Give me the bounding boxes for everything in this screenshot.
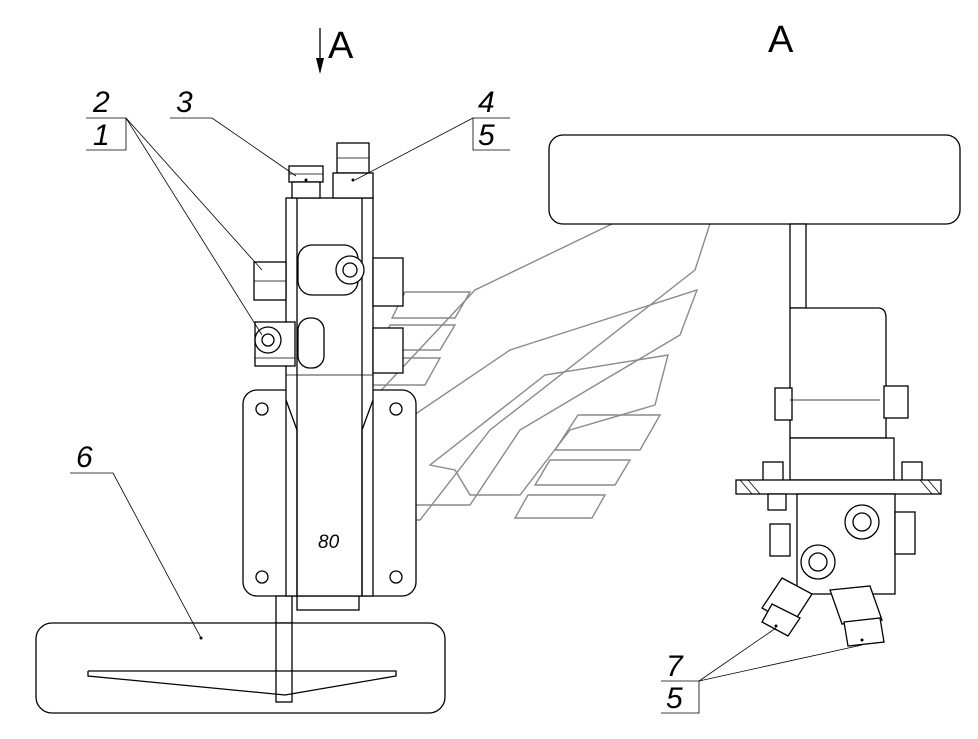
view-arrow-label: A (328, 25, 354, 67)
right-upper-housing (774, 307, 909, 439)
bottom-plug (296, 595, 360, 611)
watermark-bar-2 (533, 459, 632, 486)
callout-2-1 (86, 117, 263, 336)
right-pedal-rod (789, 223, 807, 309)
callout-label-2: 2 (92, 86, 110, 119)
callout-label-6: 6 (76, 441, 93, 474)
watermark-bar-1 (553, 414, 662, 451)
watermark-stroke-inner (428, 354, 669, 496)
right-mid-block (762, 437, 923, 485)
callout-label-5-bottom: 5 (666, 682, 683, 715)
right-pedal-pad (548, 134, 961, 225)
right-valve-body (769, 493, 916, 595)
fitting-3 (288, 165, 324, 199)
right-fitting-right (829, 585, 885, 647)
right-fitting-left (761, 577, 813, 637)
fitting-4 (332, 142, 374, 199)
section-view-label: A (768, 19, 794, 61)
callout-3 (170, 117, 297, 177)
callout-7-5 (661, 627, 863, 714)
callout-label-1: 1 (93, 119, 110, 152)
watermark-bar-4 (390, 291, 472, 319)
callout-6 (70, 472, 202, 639)
callout-label-7: 7 (666, 650, 684, 683)
left-fitting-lower (254, 321, 296, 367)
callout-label-3: 3 (176, 86, 193, 119)
side-port-upper (297, 244, 404, 307)
callout-4-5 (354, 117, 510, 181)
right-flange (735, 479, 942, 511)
left-fitting-upper (253, 261, 287, 301)
side-port-lower (297, 317, 404, 374)
view-arrow (316, 28, 324, 74)
callout-label-4: 4 (478, 86, 495, 119)
watermark-bar-3 (513, 494, 607, 519)
pedal-pad (35, 622, 446, 714)
body-marking: 80 (318, 532, 340, 553)
callout-label-5-top: 5 (478, 119, 495, 152)
